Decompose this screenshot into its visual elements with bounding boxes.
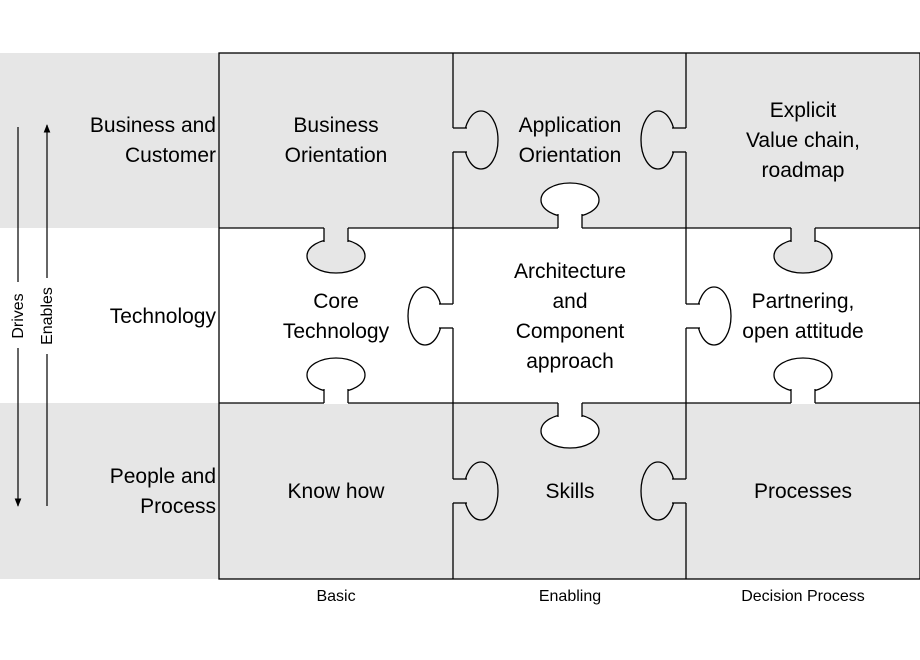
column-labels: Basic Enabling Decision Process: [316, 588, 864, 605]
puzzle-tabs: [306, 110, 833, 521]
piece-label-line: Core: [313, 290, 359, 313]
row-label-line: Business and: [90, 114, 216, 137]
piece-label-line: roadmap: [762, 159, 845, 182]
puzzle-tab: [452, 110, 499, 170]
row-label-line: Process: [140, 495, 216, 518]
row-label-line: People and: [110, 465, 216, 488]
column-label: Basic: [316, 588, 355, 605]
puzzle-tab: [407, 286, 454, 346]
puzzle-tab: [452, 461, 499, 521]
enables-label: Enables: [39, 287, 56, 345]
column-label: Decision Process: [741, 588, 865, 605]
puzzle-tab: [773, 227, 833, 274]
piece-label-line: Partnering,: [752, 290, 855, 313]
drives-enables-axis: Drives Enables: [10, 124, 56, 507]
piece-label-line: Skills: [545, 480, 594, 503]
piece-label-line: Know how: [288, 480, 386, 503]
puzzle-tab: [685, 286, 732, 346]
piece-label-line: Processes: [754, 480, 852, 503]
puzzle-tab: [773, 357, 833, 404]
piece-label-line: Orientation: [285, 144, 388, 167]
column-label: Enabling: [539, 588, 601, 605]
puzzle-tab: [306, 227, 366, 274]
piece-label-line: Application: [519, 114, 622, 137]
row-label-line: Technology: [110, 305, 217, 328]
piece-label-line: Value chain,: [746, 129, 860, 152]
row-band: [0, 228, 920, 403]
drives-label: Drives: [10, 293, 27, 338]
piece-label-line: Architecture: [514, 260, 626, 283]
piece-label-line: open attitude: [742, 320, 863, 343]
row-label-line: Customer: [125, 144, 216, 167]
puzzle-tab: [306, 357, 366, 404]
puzzle-tab: [540, 402, 600, 449]
piece-label-line: Explicit: [770, 99, 837, 122]
puzzle-tab: [640, 461, 687, 521]
piece-label-line: approach: [526, 350, 614, 373]
piece-label-line: Orientation: [519, 144, 622, 167]
piece-label-line: Business: [293, 114, 378, 137]
piece-label-line: Component: [516, 320, 625, 343]
puzzle-tab: [540, 182, 600, 229]
row-bands: [0, 53, 920, 579]
piece-label-line: Technology: [283, 320, 390, 343]
piece-label-line: and: [552, 290, 587, 313]
grid-border: [218, 52, 920, 580]
puzzle-tab: [640, 110, 687, 170]
